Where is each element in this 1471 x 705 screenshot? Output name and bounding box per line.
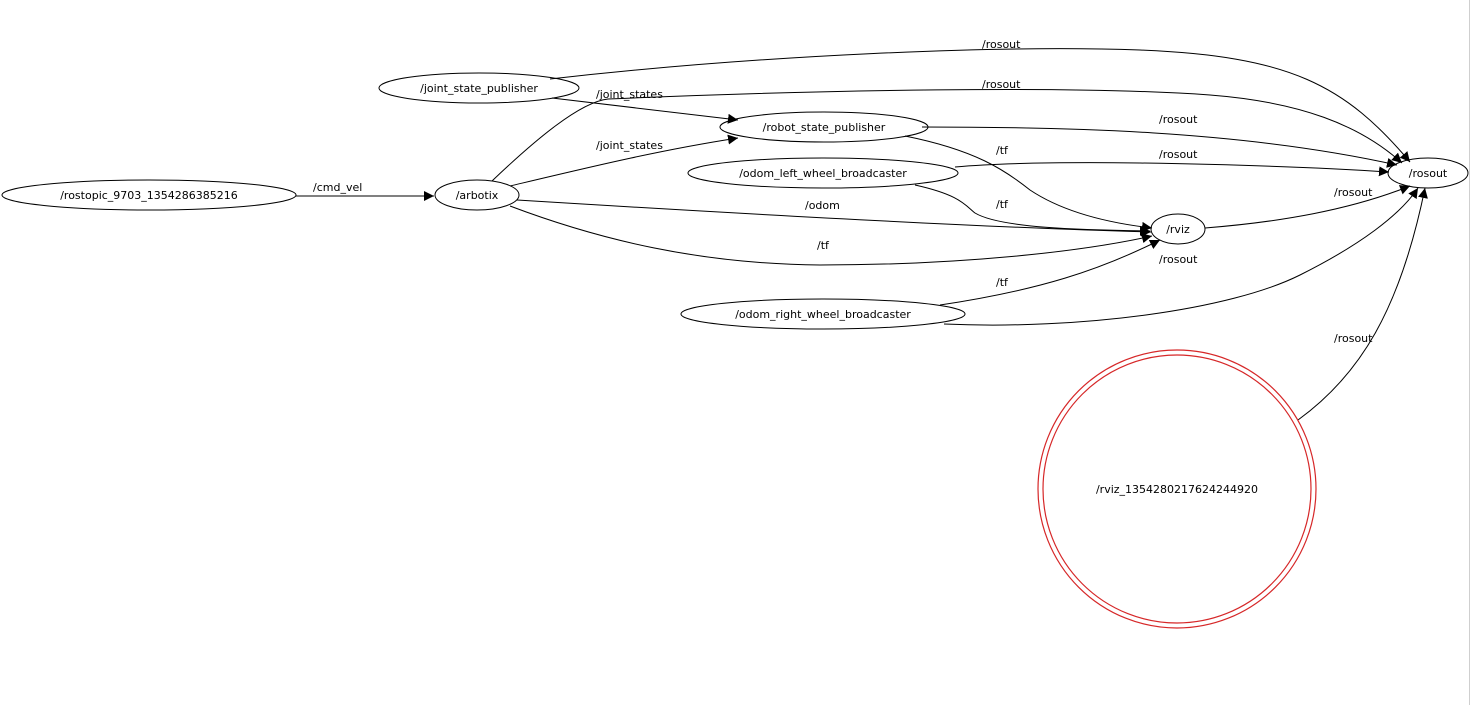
edge-odom-from-arbotix[interactable]: /odom [516, 199, 1152, 237]
edge-tf-from-arbotix[interactable]: /tf [509, 205, 1153, 266]
node-label: /robot_state_publisher [763, 121, 886, 134]
edge-rosout-from-rviz-big[interactable]: /rosout [1297, 187, 1428, 421]
edge-path[interactable] [939, 239, 1161, 306]
edge-rosout-from-arbotix[interactable]: /rosout [491, 78, 1403, 182]
node-odom-right-wheel-broadcaster[interactable]: /odom_right_wheel_broadcaster [680, 298, 966, 330]
edge-joint-states-from-arbotix[interactable]: /joint_states [509, 134, 739, 187]
node-label: /rostopic_9703_1354286385216 [60, 189, 238, 202]
node-inner-ring[interactable] [1042, 354, 1312, 624]
edge-path[interactable] [1204, 185, 1411, 229]
edge-label: /tf [996, 198, 1009, 211]
edge-path[interactable] [904, 135, 1153, 232]
edge-path[interactable] [549, 48, 1411, 163]
edge-rosout-from-rviz[interactable]: /rosout [1204, 185, 1411, 229]
edge-path[interactable] [943, 187, 1419, 326]
edge-rosout-from-odom-left[interactable]: /rosout [954, 148, 1390, 177]
edge-label: /rosout [1334, 186, 1373, 199]
edge-label: /joint_states [596, 88, 663, 101]
edge-path[interactable] [509, 205, 1153, 266]
node-odom-left-wheel-broadcaster[interactable]: /odom_left_wheel_broadcaster [687, 157, 959, 189]
edges-layer: /cmd_vel /rosout /rosout /joint_states /… [296, 38, 1428, 421]
node-label: /odom_right_wheel_broadcaster [735, 308, 911, 321]
node-label: /joint_state_publisher [420, 82, 538, 95]
edge-path[interactable] [1297, 187, 1428, 421]
edge-joint-states-from-joint-state-publisher[interactable]: /joint_states [551, 88, 739, 124]
edge-label: /tf [817, 239, 830, 252]
node-arbotix[interactable]: /arbotix [434, 179, 520, 211]
node-label: /rosout [1409, 167, 1448, 180]
edge-label: /rosout [1334, 332, 1373, 345]
edge-rosout-from-odom-right[interactable]: /rosout [943, 187, 1419, 326]
node-label: /rviz_1354280217624244920 [1096, 483, 1258, 496]
node-rosout[interactable]: /rosout [1387, 157, 1469, 189]
node-robot-state-publisher[interactable]: /robot_state_publisher [719, 111, 929, 143]
node-outer-ring[interactable] [1037, 349, 1317, 629]
edge-label: /tf [996, 144, 1009, 157]
edge-rosout-from-robot-state-publisher[interactable]: /rosout [921, 113, 1398, 168]
edge-tf-from-robot-state-publisher[interactable]: /tf [904, 135, 1153, 232]
edge-rosout-from-joint-state-publisher[interactable]: /rosout [549, 38, 1411, 163]
node-label: /arbotix [456, 189, 499, 202]
node-ellipse[interactable] [1387, 157, 1469, 189]
edge-tf-from-odom-right[interactable]: /tf [939, 239, 1161, 306]
edge-cmd-vel[interactable]: /cmd_vel [296, 181, 434, 201]
node-ellipse[interactable] [680, 298, 966, 330]
edge-path[interactable] [509, 134, 739, 187]
node-ellipse[interactable] [719, 111, 929, 143]
node-ellipse[interactable] [1, 179, 297, 211]
node-rviz-1354280217624244920[interactable]: /rviz_1354280217624244920 [1037, 349, 1317, 629]
edge-label: /joint_states [596, 139, 663, 152]
node-ellipse[interactable] [1150, 213, 1206, 245]
node-label: /rviz [1166, 223, 1190, 236]
node-ellipse[interactable] [378, 72, 580, 104]
edge-label: /odom [805, 199, 840, 212]
edge-label: /rosout [1159, 113, 1198, 126]
node-label: /odom_left_wheel_broadcaster [739, 167, 907, 180]
edge-path[interactable] [954, 162, 1390, 177]
edge-path[interactable] [551, 97, 739, 124]
edge-label: /rosout [982, 78, 1021, 91]
edge-path[interactable] [516, 199, 1152, 237]
edge-label: /rosout [1159, 148, 1198, 161]
node-rostopic[interactable]: /rostopic_9703_1354286385216 [1, 179, 297, 211]
edge-label: /cmd_vel [313, 181, 362, 194]
edge-path[interactable] [491, 88, 1403, 182]
nodes-layer: /rostopic_9703_1354286385216 /arbotix /j… [1, 72, 1469, 629]
edge-label: /rosout [982, 38, 1021, 51]
edge-label: /rosout [1159, 253, 1198, 266]
edge-label: /tf [996, 276, 1009, 289]
node-ellipse[interactable] [687, 157, 959, 189]
node-rviz[interactable]: /rviz [1150, 213, 1206, 245]
node-joint-state-publisher[interactable]: /joint_state_publisher [378, 72, 580, 104]
edge-path[interactable] [921, 126, 1398, 168]
node-ellipse[interactable] [434, 179, 520, 211]
